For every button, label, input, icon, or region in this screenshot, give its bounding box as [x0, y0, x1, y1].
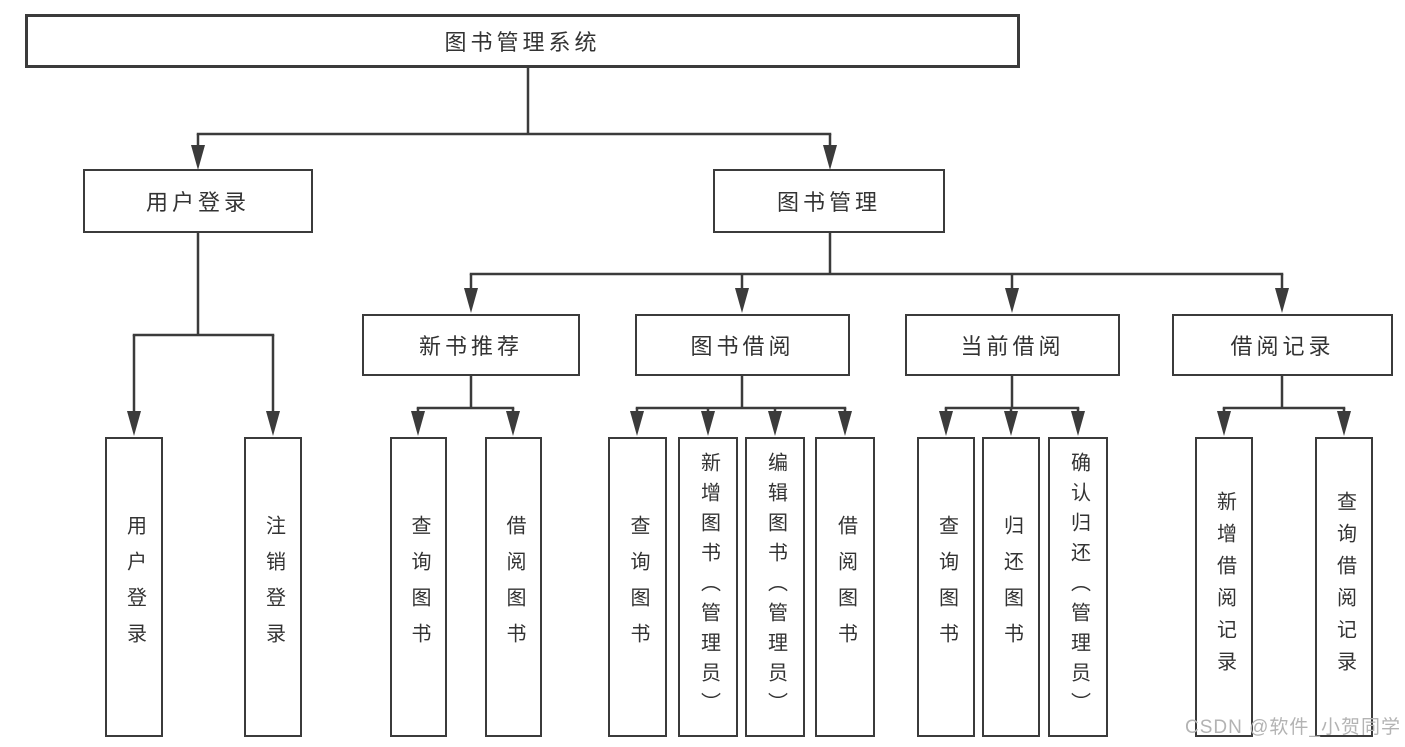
leaf-borrow-query-books: 查询图书 [608, 437, 667, 737]
node-label: 新书推荐 [418, 334, 523, 359]
leaf-add-borrow-record: 新增借阅记录 [1195, 437, 1253, 737]
node-label: 借阅记录 [1230, 334, 1335, 359]
node-label: 当前借阅 [960, 334, 1065, 359]
node-current-borrow: 当前借阅 [905, 314, 1120, 376]
leaf-borrow-book: 借阅图书 [815, 437, 875, 737]
node-label: 图书管理系统 [444, 30, 601, 55]
arrowheads [127, 145, 1351, 436]
leaf-label: 新增借阅记录 [1213, 491, 1236, 683]
node-label: 图书借阅 [690, 334, 795, 359]
leaf-label: 查询图书 [627, 515, 649, 659]
leaf-query-borrow-record: 查询借阅记录 [1315, 437, 1373, 737]
leaf-recommend-borrow-books: 借阅图书 [485, 437, 542, 737]
leaf-logout: 注销登录 [244, 437, 302, 737]
leaf-label: 借阅图书 [503, 515, 525, 659]
node-book-borrow: 图书借阅 [635, 314, 850, 376]
leaf-label: 借阅图书 [834, 515, 857, 659]
leaf-label: 新增图书（管理员） [697, 452, 720, 722]
leaf-recommend-query-books: 查询图书 [390, 437, 447, 737]
leaf-add-book-admin: 新增图书（管理员） [678, 437, 738, 737]
leaf-edit-book-admin: 编辑图书（管理员） [745, 437, 805, 737]
node-borrow-records: 借阅记录 [1172, 314, 1393, 376]
leaf-label: 查询借阅记录 [1333, 491, 1356, 683]
leaf-return-book: 归还图书 [982, 437, 1040, 737]
node-user-login: 用户登录 [83, 169, 313, 233]
leaf-confirm-return-admin: 确认归还（管理员） [1048, 437, 1108, 737]
leaf-label: 查询图书 [935, 515, 958, 659]
node-label: 用户登录 [145, 190, 250, 215]
node-new-book-recommend: 新书推荐 [362, 314, 580, 376]
node-label: 图书管理 [776, 190, 881, 215]
csdn-watermark: CSDN @软件_小贺同学 [1185, 717, 1401, 738]
node-system-root: 图书管理系统 [25, 14, 1020, 68]
leaf-label: 用户登录 [123, 515, 146, 659]
leaf-label: 编辑图书（管理员） [764, 452, 787, 722]
leaf-label: 确认归还（管理员） [1067, 452, 1090, 722]
leaf-label: 归还图书 [1000, 515, 1023, 659]
leaf-label: 注销登录 [262, 515, 285, 659]
leaf-label: 查询图书 [408, 515, 430, 659]
leaf-user-login: 用户登录 [105, 437, 163, 737]
leaf-current-query-books: 查询图书 [917, 437, 975, 737]
node-book-management: 图书管理 [713, 169, 945, 233]
